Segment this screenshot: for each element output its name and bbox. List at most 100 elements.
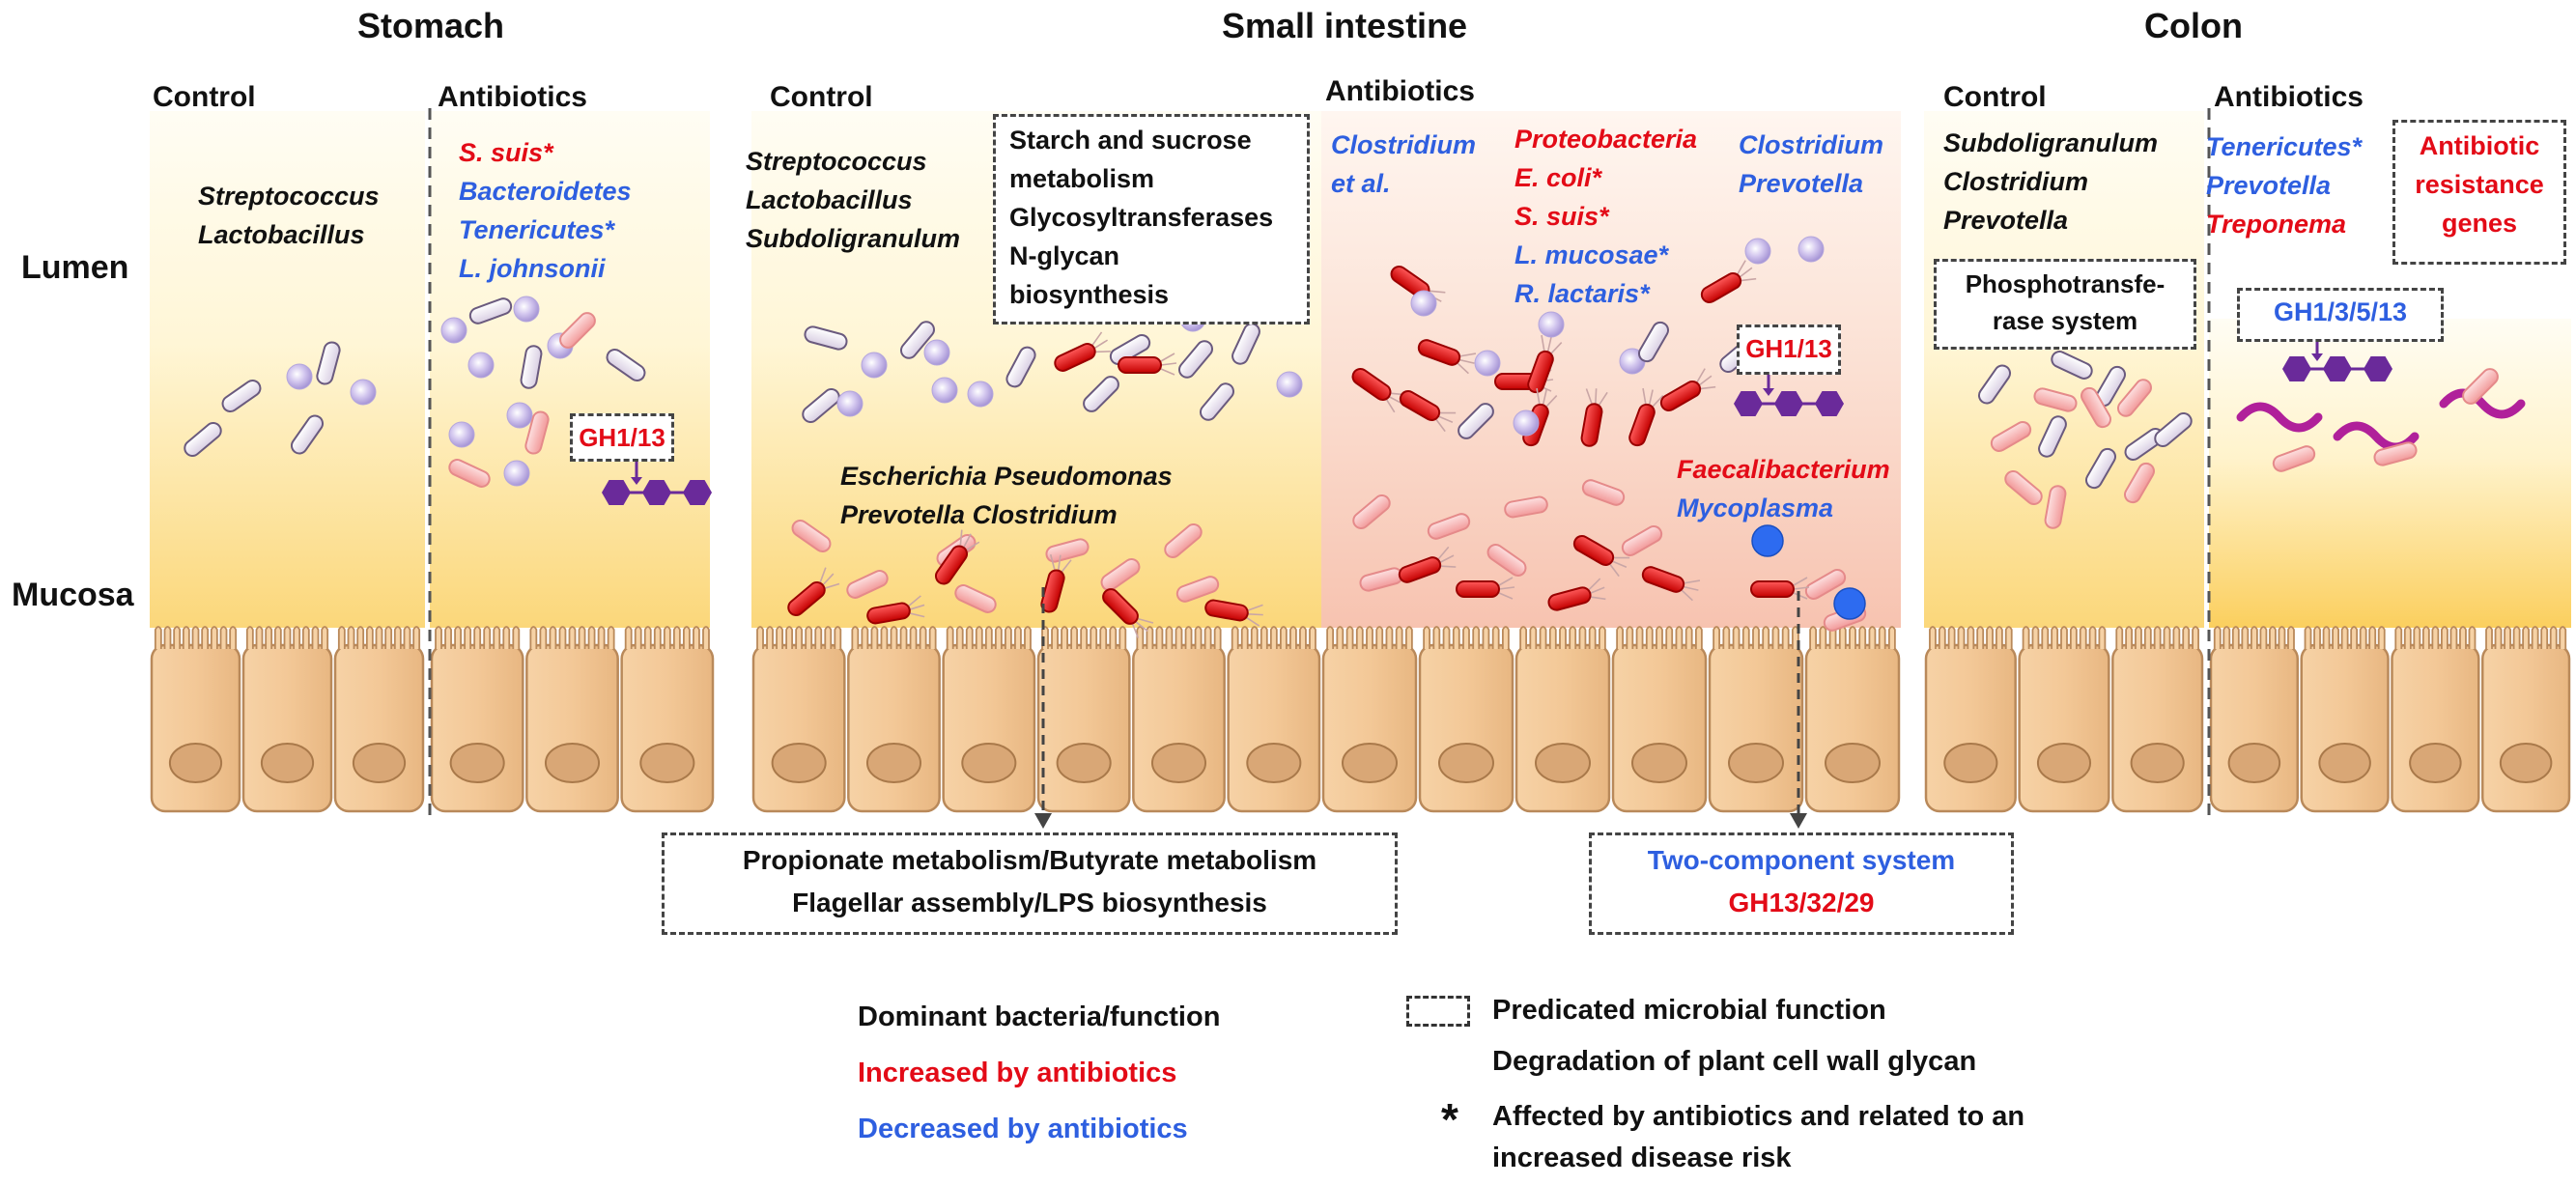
stomach-gh-box: GH1/13 [570, 413, 674, 462]
rod-body [1040, 569, 1065, 613]
cell-nucleus [1535, 743, 1591, 783]
mucosa-label: Mucosa [12, 577, 134, 613]
rod-body [1398, 556, 1442, 583]
microvilli [1136, 626, 1222, 649]
colon-antibiotics-label: Antibiotics [2214, 81, 2364, 113]
rod-body [1628, 403, 1656, 447]
microvilli [1231, 626, 1316, 649]
legend-decreased: Decreased by antibiotics [858, 1114, 1188, 1144]
rod-body [1005, 346, 1036, 388]
rod-body [2004, 470, 2043, 505]
stomach-control-label: Control [153, 81, 256, 113]
rod-body [1659, 381, 1702, 411]
function-line: biosynthesis [1009, 280, 1170, 309]
rod-body [2038, 415, 2067, 458]
rod-body [1417, 339, 1461, 366]
coccus-bacterium [440, 317, 467, 344]
rod-body [1054, 343, 1096, 372]
flagella [1131, 617, 1154, 638]
bacteria-name: E. coli* [1514, 163, 1602, 192]
glycan-icon [2282, 336, 2392, 381]
microvilli [1616, 626, 1703, 649]
rod-bacterium [1456, 577, 1515, 600]
flagella [908, 595, 925, 618]
rod-bacterium [1005, 346, 1036, 388]
rod-body [1504, 495, 1548, 519]
epithelial-cell [1132, 643, 1226, 813]
rod-bacterium [846, 570, 889, 599]
epithelial-cell [1418, 643, 1514, 813]
flagella [1160, 353, 1177, 376]
flagella [1793, 577, 1810, 600]
cell-nucleus [1943, 743, 1998, 783]
rod-bacterium [2051, 351, 2093, 380]
epithelial-cell [2481, 643, 2571, 813]
rod-body [2085, 447, 2116, 490]
colon-antibiotics-function-box: Antibiotic resistance genes [2392, 120, 2566, 265]
flagella [1246, 604, 1263, 627]
glycan-icon [602, 460, 712, 505]
epithelial-cell [2018, 643, 2110, 813]
bacteria-name: Lactobacillus [198, 220, 365, 249]
rod-bacterium [2033, 387, 2078, 412]
bacteria-name: Tenericutes* [459, 215, 615, 244]
rod-bacterium [1200, 382, 1234, 421]
rod-bacterium [1977, 364, 2012, 405]
rod-body [524, 410, 550, 455]
function-line: Two-component system [1647, 845, 1956, 875]
rod-body [1527, 350, 1554, 394]
rod-bacterium [787, 567, 840, 616]
rod-body [1204, 599, 1249, 622]
rod-bacterium [1398, 546, 1457, 583]
rod-body [866, 602, 911, 625]
si-control-lumen-bacteria: Streptococcus Lactobacillus Subdoligranu… [746, 142, 960, 258]
flagella [1585, 388, 1608, 406]
function-line: metabolism [1009, 164, 1155, 193]
microvilli [154, 626, 238, 649]
cell-nucleus [961, 743, 1017, 783]
coccus-bacterium [448, 421, 475, 448]
bacteria-name: Subdoligranulum [1943, 128, 2158, 157]
flagella [1588, 578, 1606, 601]
cell-nucleus [1631, 743, 1687, 783]
rod-bacterium [1621, 525, 1663, 556]
epithelial-cell [1036, 643, 1131, 813]
glycan-unit [602, 480, 631, 505]
bacteria-name: Subdoligranulum [746, 224, 960, 253]
rod-bacterium [1417, 339, 1477, 375]
microvilli [435, 626, 521, 649]
microvilli [2304, 626, 2386, 649]
colon-gh-box: GH1/3/5/13 [2237, 288, 2444, 342]
cleavage-arrow-head [1763, 388, 1774, 396]
cell-nucleus [352, 743, 407, 783]
epithelial-cell [1708, 643, 1804, 813]
cell-nucleus [260, 743, 315, 783]
stomach-antibiotics-bacteria: S. suis* Bacteroidetes Tenericutes* L. j… [459, 133, 632, 288]
rod-bacterium [1083, 376, 1119, 412]
cell-nucleus [1056, 743, 1112, 783]
coccus-bacterium [861, 352, 888, 379]
rod-body [2044, 485, 2067, 529]
glycan-icon [1734, 371, 1844, 416]
rod-bacterium [1638, 321, 1669, 363]
rod-bacterium [934, 529, 980, 585]
rod-bacterium [2272, 445, 2316, 472]
function-line: genes [2441, 209, 2518, 238]
cell-nucleus [865, 743, 922, 783]
function-line: GH13/32/29 [1728, 888, 1875, 917]
rod-body [290, 414, 325, 455]
rod-bacterium [954, 584, 997, 613]
bacteria-name: et al. [1331, 169, 1391, 198]
si-control-predicted-box: Propionate metabolism/Butyrate metabolis… [662, 832, 1398, 935]
flagella [1536, 387, 1558, 408]
cell-nucleus [544, 743, 601, 783]
microvilli [2485, 626, 2567, 649]
rod-bacterium [866, 595, 925, 625]
rod-bacterium [1990, 421, 2032, 452]
flagella [1435, 411, 1457, 433]
bacteria-name: Clostridium [1943, 167, 2089, 196]
rod-bacterium [606, 348, 646, 382]
cell-nucleus [2499, 743, 2553, 783]
rod-bacterium [184, 422, 222, 457]
